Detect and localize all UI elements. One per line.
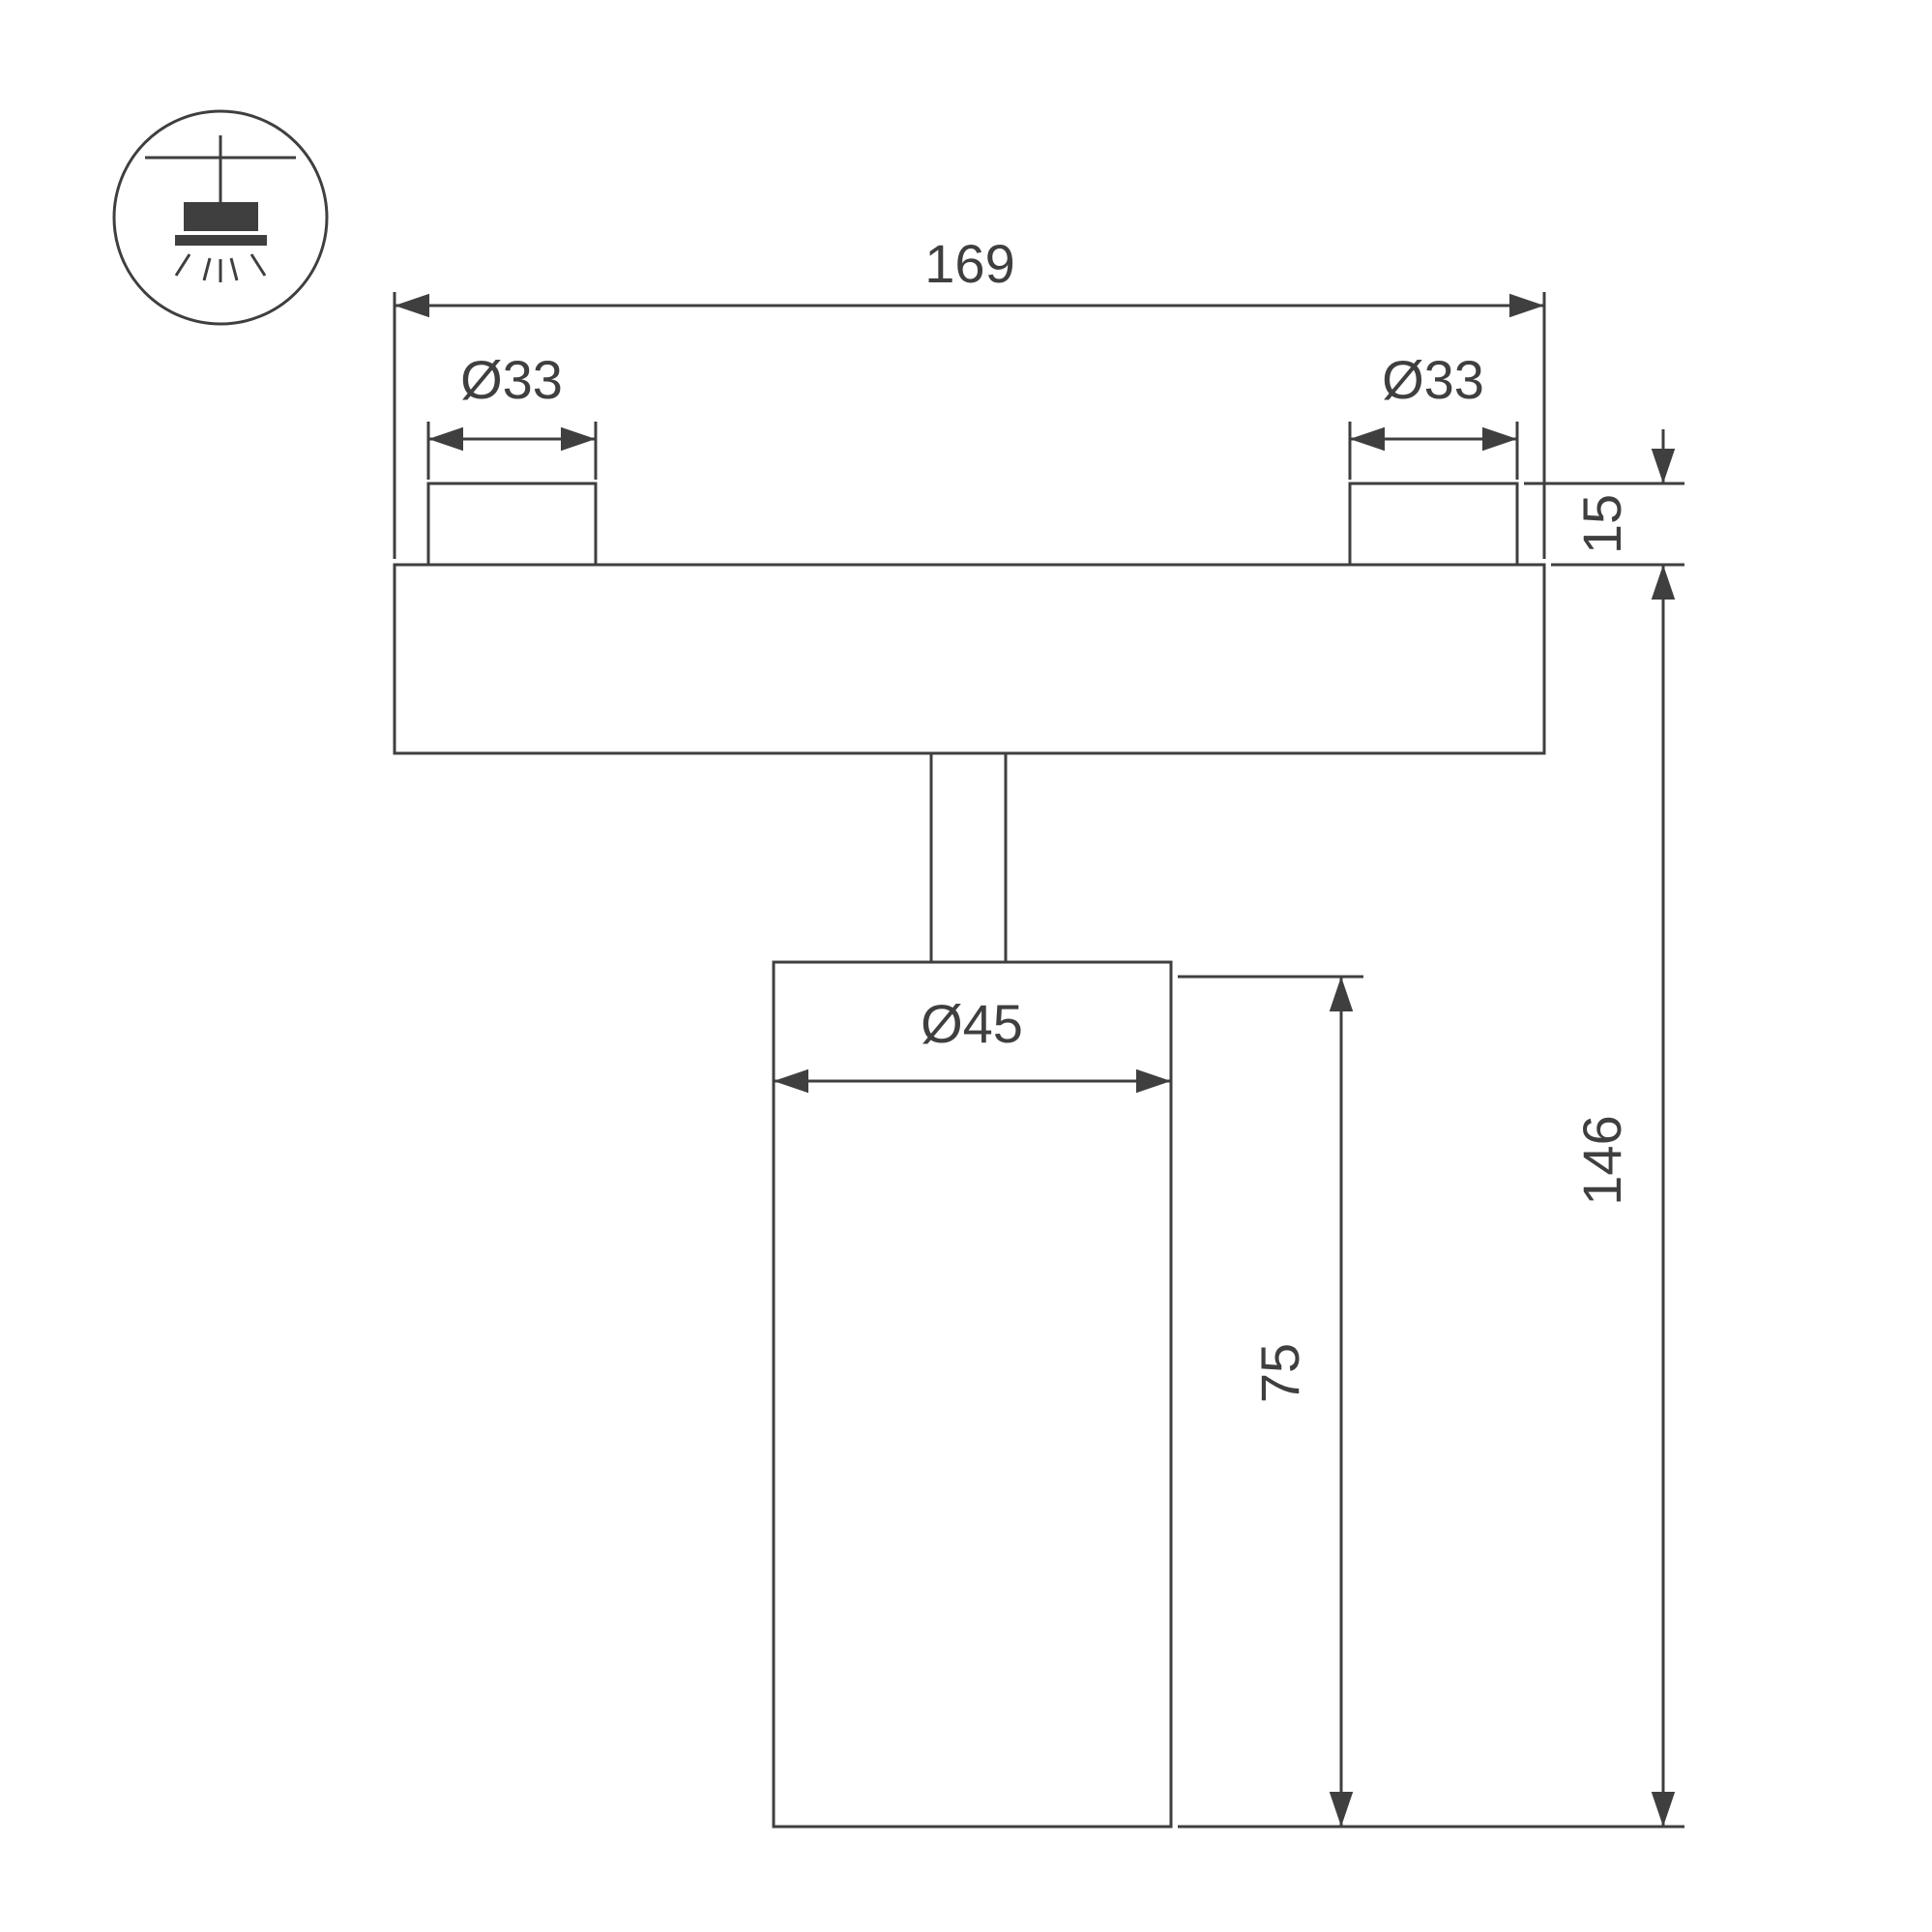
spot-cylinder-body bbox=[772, 960, 1173, 1829]
dim-label-total-width: 169 bbox=[924, 233, 1014, 294]
left-mount-boss bbox=[426, 482, 598, 567]
icon-circle-border bbox=[112, 109, 329, 326]
dim-label-body-height: 75 bbox=[1249, 1343, 1310, 1403]
dim-label-total-height: 146 bbox=[1571, 1115, 1632, 1205]
dim-total-width: 169 bbox=[393, 233, 1546, 559]
track-base-bar bbox=[393, 563, 1546, 755]
dim-label-boss-height: 15 bbox=[1571, 494, 1632, 554]
dim-label-body-diameter: Ø45 bbox=[921, 993, 1023, 1054]
icon-light-rays bbox=[174, 253, 267, 282]
dim-left-boss: Ø33 bbox=[426, 349, 598, 480]
connecting-stem bbox=[929, 751, 1008, 964]
mount-type-icon bbox=[112, 109, 329, 326]
icon-fixture-shade bbox=[175, 235, 267, 246]
icon-fixture-body bbox=[184, 202, 258, 231]
dim-label-left-boss: Ø33 bbox=[460, 349, 563, 410]
dim-body-diameter: Ø45 bbox=[774, 993, 1171, 1094]
dim-total-height: 146 bbox=[1178, 565, 1684, 1829]
right-mount-boss bbox=[1348, 482, 1519, 567]
dim-body-height: 75 bbox=[1178, 975, 1363, 1827]
dim-label-right-boss: Ø33 bbox=[1382, 349, 1484, 410]
dim-right-boss: Ø33 bbox=[1348, 349, 1519, 480]
dim-boss-height: 15 bbox=[1524, 429, 1684, 567]
luminaire-outline bbox=[393, 482, 1546, 1829]
